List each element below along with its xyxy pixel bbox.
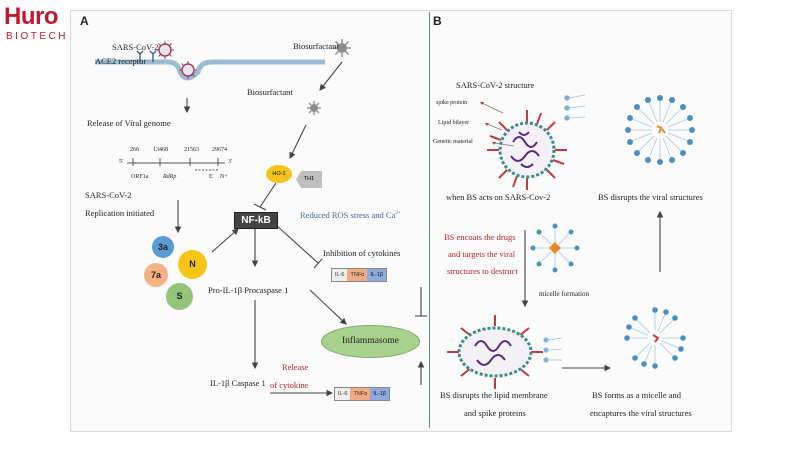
logo-subtitle: BIOTECH <box>6 31 68 42</box>
gene-orf1a: ORF1a <box>131 174 149 180</box>
encoats-line-1: BS encoats the drugs <box>444 232 516 242</box>
release-label: Release <box>282 362 309 372</box>
pointer-lipid <box>486 123 503 131</box>
pro-il-label: Pro-IL-1β Procaspase 1 <box>208 285 289 295</box>
gene-e: E <box>209 174 213 180</box>
disrupted-virus-icon <box>447 315 543 389</box>
genome-pos-1: 266 <box>130 147 139 153</box>
bs-disrupts-viral-label: BS disrupts the viral structures <box>598 192 703 202</box>
release-genome-label: Release of Viral genome <box>87 118 171 128</box>
panel-b-label: B <box>433 14 442 28</box>
micelle-encapture-icon <box>624 307 686 369</box>
genome-pos-3: 21563 <box>184 147 199 153</box>
cytokine-il6: IL-6 <box>332 269 348 281</box>
protein-n: N <box>178 250 207 279</box>
bs-forms-line-1: BS forms as a micelle and <box>592 390 681 400</box>
protein-s: S <box>166 283 193 310</box>
micelle-formation-label: micelle formation <box>539 290 589 298</box>
biosurfactant-icon <box>307 101 321 115</box>
cytokine-il6: IL-6 <box>335 388 351 400</box>
structure-title: SARS-CoV-2 structure <box>456 80 535 90</box>
inhibit-nfkb-cytokines <box>275 224 319 264</box>
inhibit-ho1-nfkb <box>259 182 277 208</box>
cytokine-il1b: IL-1β <box>370 388 390 400</box>
virus-icon <box>156 41 174 59</box>
bs-forms-line-2: encaptures the viral structures <box>590 408 692 418</box>
ace2-receptor-icon <box>136 50 157 62</box>
gene-n: N+ <box>220 174 228 180</box>
of-cytokine-label: of cytokine <box>270 380 309 390</box>
pointer-spike <box>481 102 504 114</box>
figure-panel <box>70 10 732 432</box>
protein-7a: 7a <box>144 263 168 287</box>
bs-molecules-icon <box>564 94 586 121</box>
arrow-bio-to-bio <box>319 61 343 91</box>
genome-map <box>127 158 225 171</box>
cytokine-bar-bottom: IL-6 TNFα IL-1β <box>334 387 391 401</box>
inhibition-label: Inhibition of cytokines <box>323 248 401 258</box>
cytokine-tnfa: TNFα <box>350 388 371 400</box>
sars-cov-2-structure-icon <box>487 110 567 190</box>
protein-3a: 3a <box>152 236 174 258</box>
encoats-line-2: and targets the viral <box>448 249 516 259</box>
panel-divider <box>429 12 430 428</box>
bs-molecules-icon <box>543 337 563 363</box>
sars-cov-2-label: SARS-CoV-2 <box>112 42 159 52</box>
virus-entering-icon <box>179 61 197 79</box>
encoats-line-3: structures to destruct <box>447 266 518 276</box>
gene-rdrp: RdRp <box>163 174 177 180</box>
bs-disrupts-lipid-line-1: BS disrupts the lipid membrane <box>440 390 548 400</box>
cytokine-il1b: IL-1β <box>367 269 387 281</box>
genome-5-prime: 5' <box>119 159 124 165</box>
micelle-disrupted-icon <box>625 95 695 165</box>
th1-node: TH1 <box>296 171 322 188</box>
part-genetic: Genetic material <box>433 139 473 145</box>
genome-pos-2: 13468 <box>153 147 168 153</box>
when-bs-label: when BS acts on SARS-Cov-2 <box>446 192 551 202</box>
biosurfactant-icon <box>333 39 351 57</box>
bs-disrupts-lipid-line-2: and spike proteins <box>464 408 526 418</box>
ho1-node: HO-1 <box>266 165 292 183</box>
replication-label-2: Replication initiated <box>85 208 155 218</box>
nfkb-node: NF-kB <box>234 212 278 229</box>
biosurfactant-top-label: Biosurfactant <box>293 41 339 51</box>
part-spike: spike protein <box>436 100 468 106</box>
huro-biotech-logo: Huro BIOTECH <box>4 4 68 44</box>
genome-3-prime: 3' <box>228 159 233 165</box>
cytokine-bar-top: IL-6 TNFα IL-1β <box>331 268 388 282</box>
biosurfactant-mid-label: Biosurfactant <box>247 87 293 97</box>
arrow-bio-to-ho1 <box>289 124 307 159</box>
panel-a-label: A <box>80 14 89 28</box>
replication-label-1: SARS-CoV-2 <box>85 190 132 200</box>
micelle-drug-icon <box>530 223 580 273</box>
arrow-proteins-to-nfkb <box>211 228 239 253</box>
ros-label: Reduced ROS stress and Ca2+ <box>300 210 401 220</box>
genome-pos-4: 29674 <box>212 147 227 153</box>
part-lipid: Lipid bilayer <box>438 120 470 126</box>
il-caspase-label: IL-1β Caspase 1 <box>210 378 266 388</box>
ace2-receptor-label: ACE2 receptor <box>95 56 147 66</box>
logo-brand: Huro <box>4 3 59 30</box>
inflammasome-node: Inflammasome <box>321 325 420 358</box>
pointer-genetic <box>493 142 515 147</box>
cytokine-tnfa: TNFα <box>347 269 368 281</box>
arrow-proil-to-inflammasome <box>309 289 347 325</box>
